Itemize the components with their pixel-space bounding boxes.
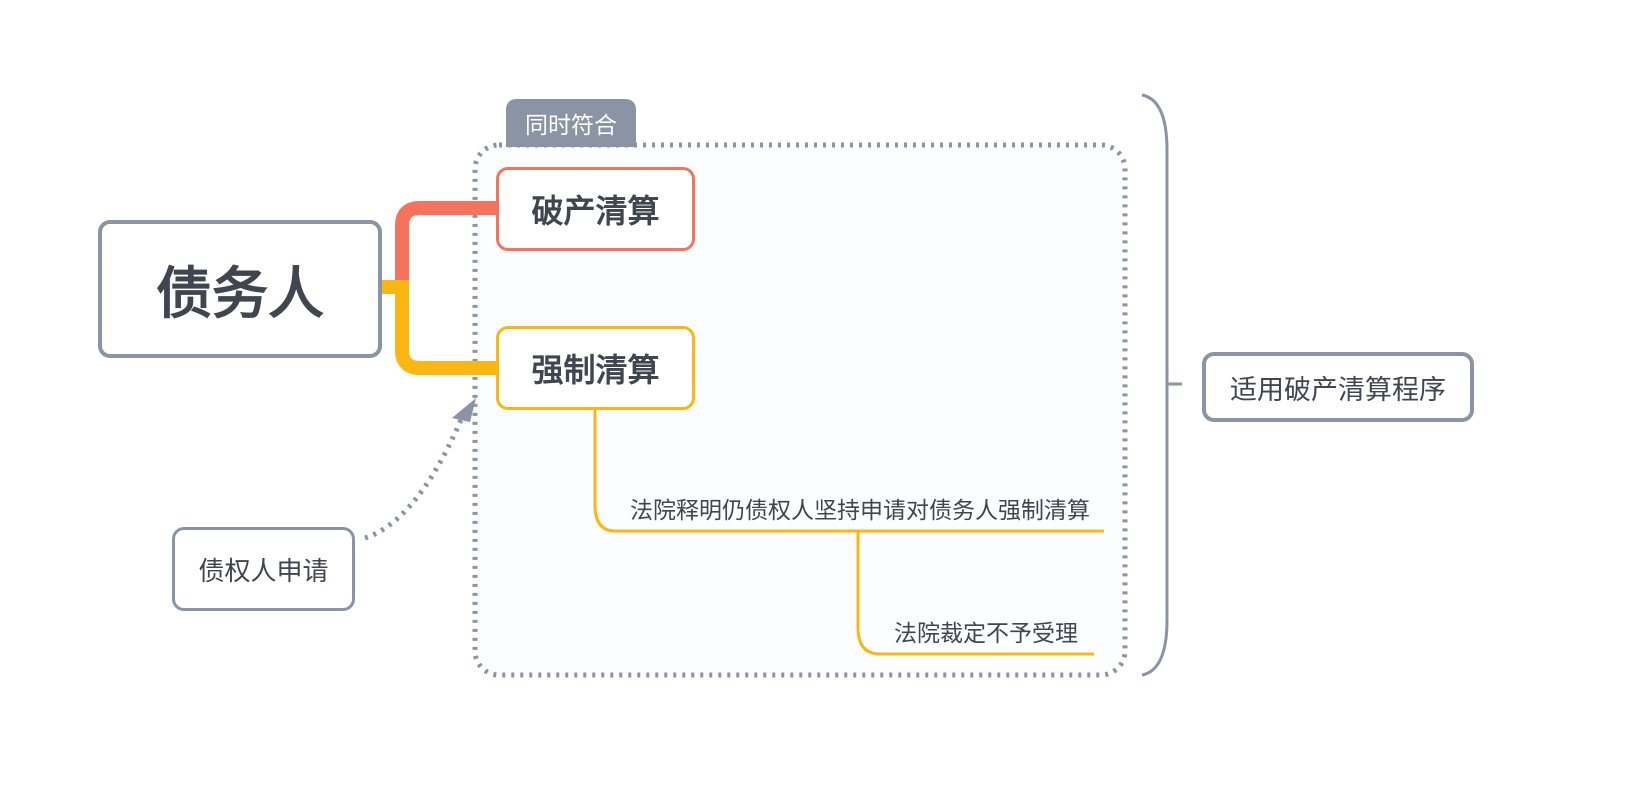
floating-topic-creditor-application[interactable]: 债权人申请: [172, 527, 355, 611]
root-connector-stub: [382, 280, 404, 294]
connector-leaf-1: [593, 410, 1104, 533]
group-boundary: [472, 142, 1128, 678]
branch-topic-bankruptcy-liquidation[interactable]: 破产清算: [496, 167, 695, 251]
connector-forced: [382, 280, 496, 375]
relationship-arrow-line: [364, 407, 469, 541]
branch-topic-compulsory-liquidation[interactable]: 强制清算: [496, 326, 695, 410]
connector-bankrupt: [382, 201, 496, 294]
subtopic-court-rejects[interactable]: 法院裁定不予受理: [894, 621, 1078, 647]
connector-leaf-2: [856, 531, 1094, 656]
relationship-arrowhead-icon: [452, 398, 476, 422]
subtopic-court-explanation[interactable]: 法院释明仍债权人坚持申请对债务人强制清算: [630, 498, 1090, 524]
group-tag-label[interactable]: 同时符合: [506, 99, 636, 147]
root-topic[interactable]: 债务人: [98, 220, 382, 358]
summary-brace: [1141, 93, 1182, 677]
summary-topic[interactable]: 适用破产清算程序: [1202, 352, 1474, 422]
